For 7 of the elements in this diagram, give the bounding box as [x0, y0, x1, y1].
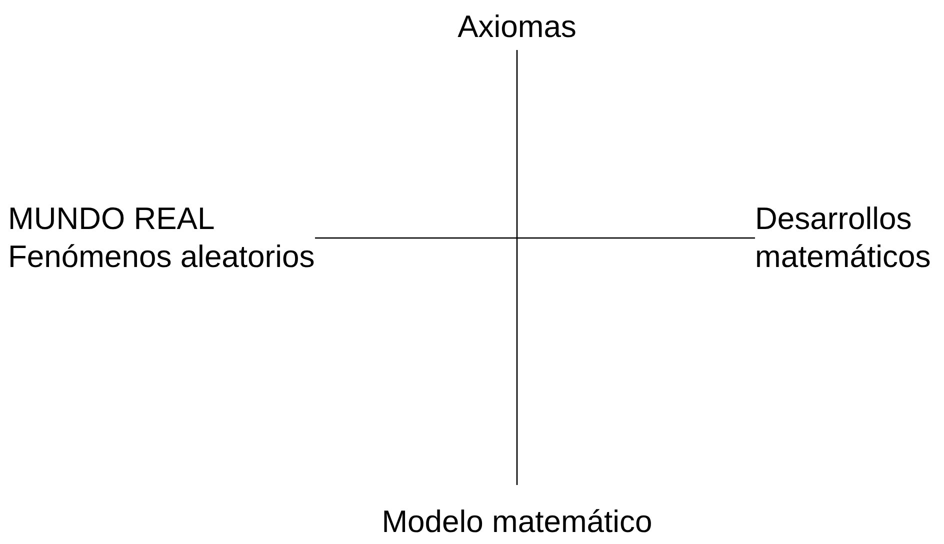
node-label: Desarrollos matemáticos: [755, 200, 932, 276]
node-label: Fenómenos aleatorios: [8, 238, 315, 276]
axis-line: [516, 50, 518, 485]
node-label: Axiomas: [456, 8, 578, 46]
axis-line: [315, 237, 755, 239]
node-label: Modelo matemático: [380, 503, 654, 541]
node-label: MUNDO REAL: [8, 200, 216, 238]
